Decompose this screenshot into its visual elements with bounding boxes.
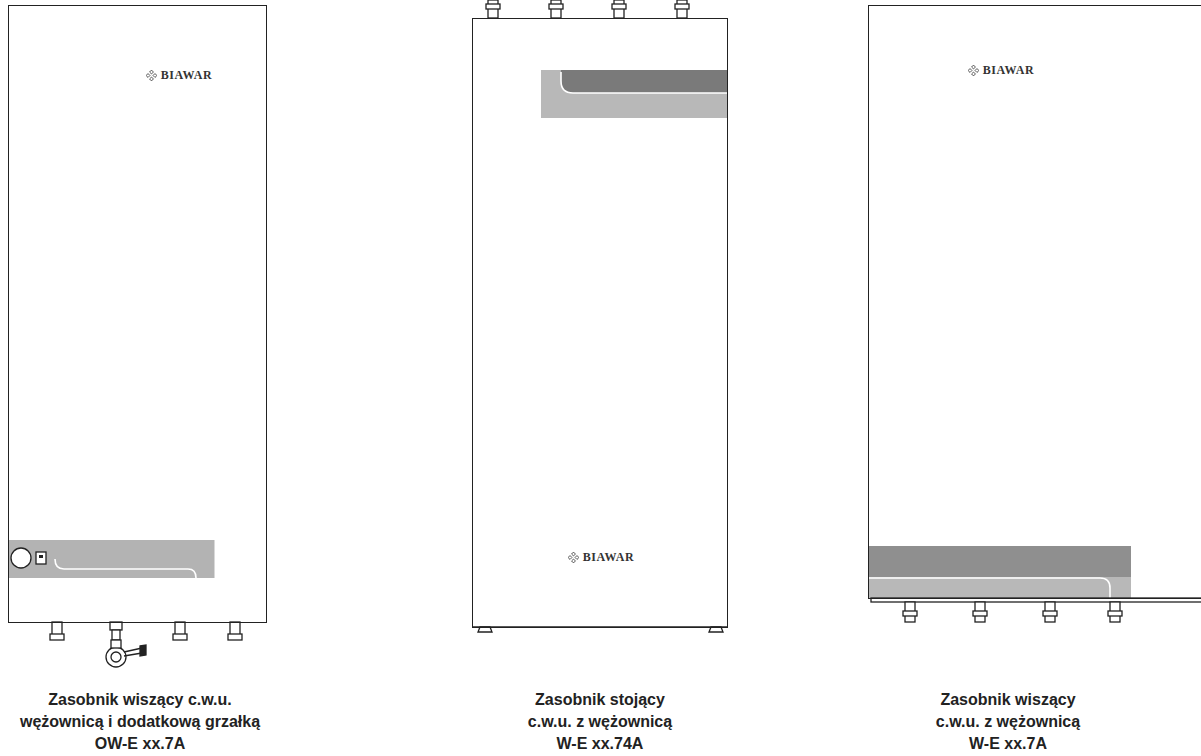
heater-element [106,640,146,667]
caption-line: Zasobnik wiszący c.w.u. [48,691,231,709]
caption-line: wężownicą i dodatkową grzałką [20,713,260,731]
control-panel [869,546,1131,598]
control-panel [9,540,215,578]
switch [36,552,46,564]
brand-logo: BIAWAR [146,68,213,83]
caption-line: W-E xx.7A [969,735,1047,753]
brand-name: BIAWAR [983,63,1035,78]
tank-body: BIAWAR [8,5,267,623]
brand-name: BIAWAR [583,550,635,565]
tank-body: BIAWAR [868,5,1201,599]
brand-name: BIAWAR [161,68,213,83]
control-panel [541,70,727,118]
caption-line: Zasobnik stojący [535,691,665,709]
brand-logo: BIAWAR [968,63,1035,78]
brand-logo: BIAWAR [568,550,635,565]
caption-line: W-E xx.74A [557,735,644,753]
logo-symbol [146,70,157,81]
caption-line: Zasobnik wiszący [940,691,1075,709]
logo-symbol [568,552,579,563]
caption-line: OW-E xx.7A [95,735,185,753]
caption-line: c.w.u. z wężownicą [528,713,672,731]
tank-body: BIAWAR [472,18,728,628]
pipe-connector [903,602,1122,622]
pipe-connector [486,0,689,18]
thermostat-knob [11,548,31,568]
pipe-connector [50,622,242,640]
logo-symbol [968,65,979,76]
caption-line: c.w.u. z wężownicą [936,713,1080,731]
